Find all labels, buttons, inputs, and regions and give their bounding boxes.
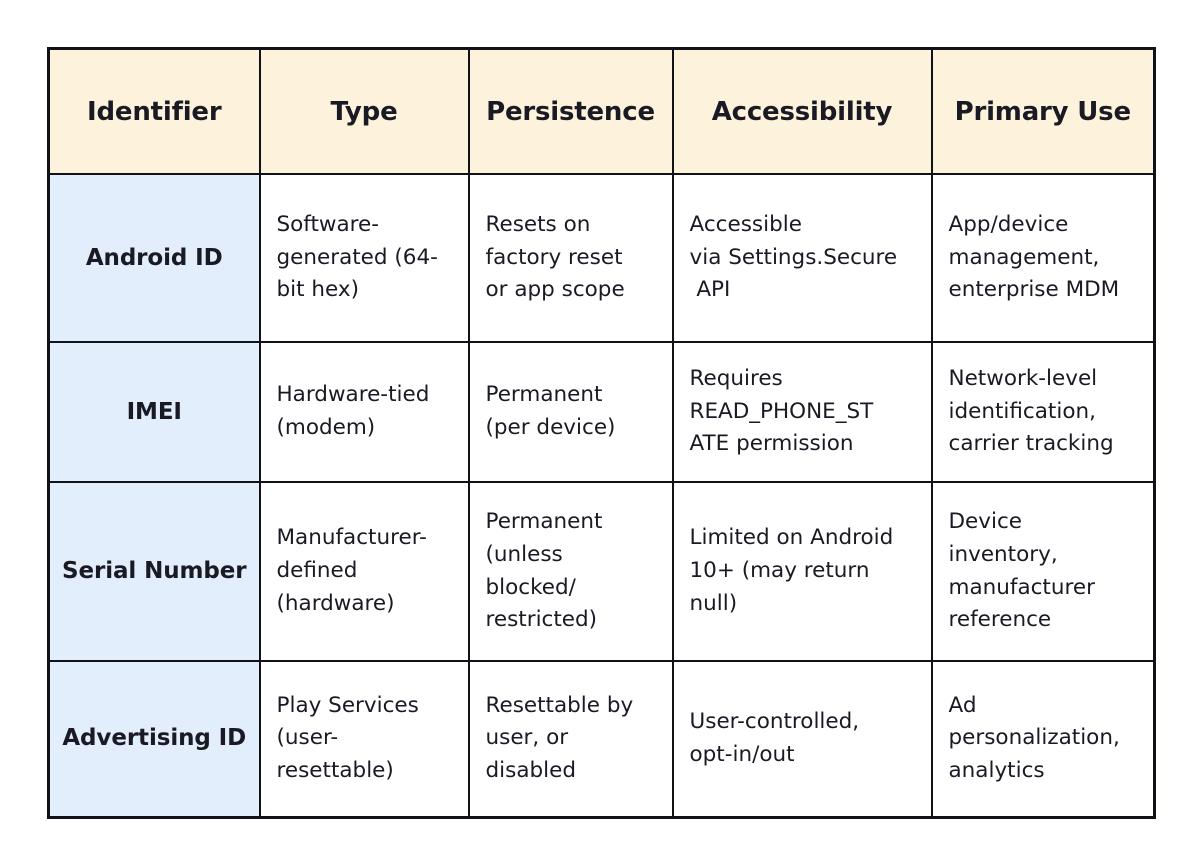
cell-line: API [689, 277, 731, 303]
cell-line: Hardware-tied [276, 382, 430, 408]
cell-line: enterprise MDM [948, 277, 1120, 303]
cell-line: Manufacturer- [276, 525, 427, 551]
cell-line: Permanent [485, 509, 603, 535]
cell-line: (unless [485, 541, 563, 567]
cell-accessibility: Limited on Android 10+ (may return null) [671, 481, 933, 662]
cell-line: inventory, [948, 541, 1058, 567]
cell-line: personalization, [948, 725, 1120, 751]
cell-line: generated (64- [276, 244, 438, 270]
cell-line: or app scope [485, 277, 625, 303]
identifier-comparison-table-container: Identifier Type Persistence Accessibilit… [47, 47, 1156, 819]
cell-primary-use: App/device management, enterprise MDM [930, 173, 1156, 343]
cell-persistence: Permanent (per device) [467, 341, 674, 483]
cell-line: blocked/ [485, 574, 576, 600]
cell-type: Manufacturer- defined (hardware) [258, 481, 470, 662]
cell-line: via Settings.Secure [689, 244, 898, 270]
row-label-line: ID [218, 725, 247, 752]
cell-line: resettable) [276, 758, 394, 784]
column-header-persistence: Persistence [467, 47, 674, 175]
cell-type: Hardware-tied (modem) [258, 341, 470, 483]
cell-line: Network-level [948, 365, 1098, 391]
cell-line: management, [948, 244, 1100, 270]
column-header-accessibility: Accessibility [671, 47, 933, 175]
cell-persistence: Permanent (unless blocked/ restricted) [467, 481, 674, 662]
cell-type: Play Services (user- resettable) [258, 660, 470, 818]
row-label-line: Advertising [62, 725, 211, 752]
cell-line: Resettable by [485, 692, 634, 718]
cell-line: Limited on Android [689, 525, 894, 551]
cell-persistence: Resets on factory reset or app scope [467, 173, 674, 343]
row-label-line: Number [144, 558, 247, 585]
cell-line: disabled [485, 758, 577, 784]
cell-line: analytics [948, 758, 1045, 784]
table-header-row: Identifier Type Persistence Accessibilit… [47, 47, 1156, 175]
cell-primary-use: Network-level identification, carrier tr… [930, 341, 1156, 483]
cell-primary-use: Device inventory, manufacturer reference [930, 481, 1156, 662]
cell-accessibility: Requires READ_PHONE_ST ATE permission [671, 341, 933, 483]
table-header: Identifier Type Persistence Accessibilit… [47, 47, 1156, 175]
cell-line: (user- [276, 725, 339, 751]
cell-line: user, or [485, 725, 569, 751]
row-label-line: Serial [61, 558, 137, 585]
table-row: Serial Number Manufacturer- defined (har… [47, 481, 1156, 662]
cell-line: Play Services [276, 692, 419, 718]
cell-line: Device [948, 509, 1023, 535]
cell-line: defined [276, 558, 358, 584]
identifier-comparison-table: Identifier Type Persistence Accessibilit… [47, 47, 1156, 819]
cell-line: restricted) [485, 607, 598, 633]
cell-line: Accessible [689, 211, 802, 237]
cell-accessibility: Accessible via Settings.Secure API [671, 173, 933, 343]
cell-line: null) [689, 590, 738, 616]
cell-line: Ad [948, 692, 977, 718]
cell-line: Software- [276, 211, 380, 237]
table-body: Android ID Software- generated (64- bit … [47, 173, 1156, 818]
cell-line: (modem) [276, 415, 376, 440]
cell-line: Resets on [485, 211, 591, 237]
cell-line: Requires [689, 365, 783, 391]
cell-line: 10+ (may return [689, 558, 870, 584]
cell-line: READ_PHONE_ST [689, 398, 874, 424]
row-label-serial-number: Serial Number [47, 481, 261, 662]
cell-line: factory reset [485, 244, 623, 270]
cell-line: (per device) [485, 415, 616, 440]
cell-line: App/device [948, 211, 1069, 237]
row-label-imei: IMEI [47, 341, 261, 483]
cell-accessibility: User-controlled, opt-in/out [671, 660, 933, 818]
cell-line: bit hex) [276, 277, 359, 303]
cell-persistence: Resettable by user, or disabled [467, 660, 674, 818]
cell-line: opt-in/out [689, 741, 795, 767]
column-header-primary-use: Primary Use [930, 47, 1156, 175]
cell-primary-use: Ad personalization, analytics [930, 660, 1156, 818]
cell-line: identification, [948, 398, 1096, 424]
cell-line: (hardware) [276, 590, 395, 616]
table-row: Android ID Software- generated (64- bit … [47, 173, 1156, 343]
cell-line: reference [948, 607, 1052, 633]
cell-line: Permanent [485, 382, 603, 408]
cell-line: manufacturer [948, 574, 1095, 600]
row-label-advertising-id: Advertising ID [47, 660, 261, 818]
table-row: IMEI Hardware-tied (modem) Permanent (pe… [47, 341, 1156, 483]
cell-line: User-controlled, [689, 709, 860, 735]
column-header-type: Type [258, 47, 470, 175]
cell-type: Software- generated (64- bit hex) [258, 173, 470, 343]
row-label-android-id: Android ID [47, 173, 261, 343]
table-row: Advertising ID Play Services (user- rese… [47, 660, 1156, 818]
cell-line: carrier tracking [948, 431, 1114, 457]
cell-line: ATE permission [689, 431, 854, 457]
column-header-identifier: Identifier [47, 47, 261, 175]
